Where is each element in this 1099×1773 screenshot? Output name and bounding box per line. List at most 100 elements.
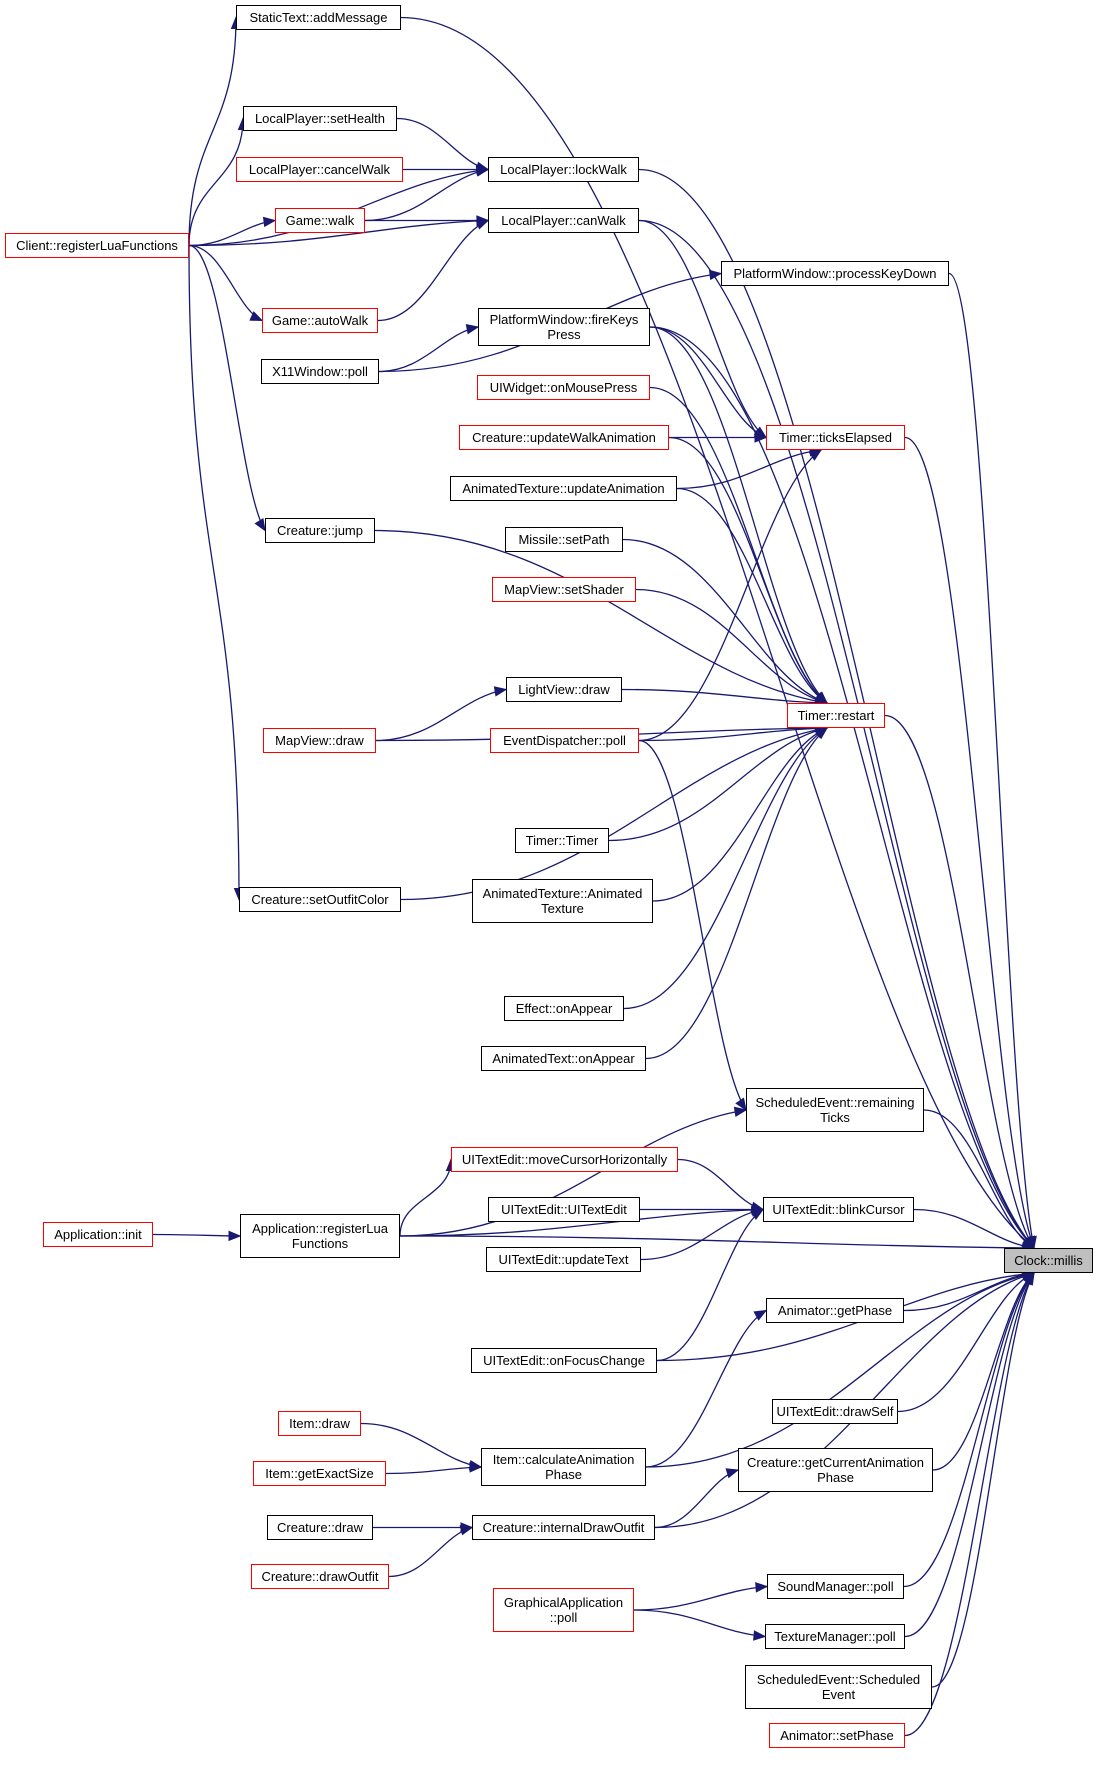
node-label: LocalPlayer::canWalk bbox=[501, 213, 626, 228]
arrowhead-creature_drawoutfit-to-creature_internaldrawoutfit bbox=[459, 1525, 474, 1536]
edge-client_registerluafunctions-to-game_autowalk bbox=[188, 244, 263, 322]
node-game-walk[interactable]: Game::walk bbox=[275, 208, 365, 233]
edge-client_registerluafunctions-to-statictext_addmessage bbox=[188, 17, 237, 246]
node-uitextedit-updatetext[interactable]: UITextEdit::updateText bbox=[486, 1247, 641, 1272]
node-missile-setpath[interactable]: Missile::setPath bbox=[505, 527, 623, 552]
node-localplayer-canwalk[interactable]: LocalPlayer::canWalk bbox=[488, 208, 639, 233]
edge-animatedtext_onappear-to-timer_restart bbox=[645, 727, 828, 1060]
node-animator-setphase[interactable]: Animator::setPhase bbox=[769, 1723, 905, 1748]
node-label: UITextEdit::UITextEdit bbox=[501, 1202, 627, 1217]
node-mapview-setshader[interactable]: MapView::setShader bbox=[492, 577, 636, 602]
edge-application_registerluafunctions-to-uitextedit_blinkcursor bbox=[399, 1208, 764, 1237]
node-creature-internaldrawoutfit[interactable]: Creature::internalDrawOutfit bbox=[472, 1515, 655, 1540]
edge-timer_restart-to-clock_millis bbox=[884, 714, 1035, 1249]
node-item-draw[interactable]: Item::draw bbox=[278, 1411, 361, 1436]
node-animatedtexture-updateanimation[interactable]: AnimatedTexture::updateAnimation bbox=[450, 476, 677, 501]
node-creature-setoutfitcolor[interactable]: Creature::setOutfitColor bbox=[239, 887, 401, 912]
node-creature-draw[interactable]: Creature::draw bbox=[267, 1515, 373, 1540]
edge-graphicalapplication_poll-to-texturemanager_poll bbox=[633, 1609, 766, 1638]
node-timer-tickselapsed[interactable]: Timer::ticksElapsed bbox=[766, 425, 905, 450]
node-animator-getphase[interactable]: Animator::getPhase bbox=[766, 1298, 904, 1323]
edge-creature_jump-to-timer_restart bbox=[374, 529, 828, 704]
node-texturemanager-poll[interactable]: TextureManager::poll bbox=[765, 1624, 905, 1649]
node-clock-millis[interactable]: Clock::millis bbox=[1004, 1248, 1093, 1273]
node-item-getexactsize[interactable]: Item::getExactSize bbox=[253, 1461, 386, 1486]
node-timer-timer[interactable]: Timer::Timer bbox=[515, 828, 609, 853]
arrowhead-animatedtext_onappear-to-timer_restart bbox=[814, 727, 829, 740]
edge-eventdispatcher_poll-to-scheduledevent_remainingticks bbox=[638, 739, 747, 1111]
node-label: GraphicalApplication bbox=[503, 1595, 624, 1610]
edge-platformwindow_processkeydown-to-clock_millis bbox=[948, 272, 1035, 1249]
node-effect-onappear[interactable]: Effect::onAppear bbox=[504, 996, 624, 1021]
node-label: Creature::updateWalkAnimation bbox=[472, 430, 656, 445]
node-creature-drawoutfit[interactable]: Creature::drawOutfit bbox=[251, 1564, 389, 1589]
node-creature-jump[interactable]: Creature::jump bbox=[265, 518, 375, 543]
node-eventdispatcher-poll[interactable]: EventDispatcher::poll bbox=[490, 728, 639, 753]
edge-creature_setoutfitcolor-to-timer_restart bbox=[400, 727, 828, 901]
edge-mapview_draw-to-lightview_draw bbox=[375, 688, 507, 742]
node-graphicalapplication-poll[interactable]: GraphicalApplication::poll bbox=[493, 1588, 634, 1632]
node-client-registerluafunctions[interactable]: Client::registerLuaFunctions bbox=[5, 233, 189, 258]
node-label: Item::draw bbox=[289, 1416, 350, 1431]
node-label: LocalPlayer::cancelWalk bbox=[248, 162, 391, 177]
edge-uitextedit_drawself-to-clock_millis bbox=[897, 1272, 1035, 1413]
edge-animatedtexture_updateanimation-to-timer_restart bbox=[676, 487, 828, 704]
node-label: UITextEdit::moveCursorHorizontally bbox=[461, 1152, 668, 1167]
edge-client_registerluafunctions-to-game_walk bbox=[188, 219, 276, 247]
node-uitextedit-uitextedit[interactable]: UITextEdit::UITextEdit bbox=[488, 1197, 640, 1222]
node-animatedtext-onappear[interactable]: AnimatedText::onAppear bbox=[481, 1046, 646, 1071]
node-game-autowalk[interactable]: Game::autoWalk bbox=[262, 308, 378, 333]
node-label: Creature::internalDrawOutfit bbox=[482, 1520, 645, 1535]
edge-creature_drawoutfit-to-creature_internaldrawoutfit bbox=[388, 1526, 473, 1578]
node-uitextedit-blinkcursor[interactable]: UITextEdit::blinkCursor bbox=[763, 1197, 914, 1222]
node-label: PlatformWindow::fireKeys bbox=[489, 312, 639, 327]
node-localplayer-sethealth[interactable]: LocalPlayer::setHealth bbox=[243, 106, 397, 131]
edge-client_registerluafunctions-to-creature_jump bbox=[188, 244, 266, 531]
node-uitextedit-movecursorhorizontally[interactable]: UITextEdit::moveCursorHorizontally bbox=[451, 1147, 678, 1172]
node-label: PlatformWindow::processKeyDown bbox=[733, 266, 937, 281]
node-uitextedit-onfocuschange[interactable]: UITextEdit::onFocusChange bbox=[471, 1348, 657, 1373]
node-statictext-addmessage[interactable]: StaticText::addMessage bbox=[236, 5, 401, 30]
edge-item_getexactsize-to-item_calculateanimationphase bbox=[385, 1466, 482, 1475]
edge-item_calculateanimationphase-to-clock_millis bbox=[645, 1272, 1035, 1468]
edge-x11window_poll-to-platformwindow_firekeyspress bbox=[378, 326, 479, 373]
edge-client_registerluafunctions-to-localplayer_canwalk bbox=[188, 219, 489, 247]
edge-item_calculateanimationphase-to-animator_getphase bbox=[645, 1309, 767, 1468]
node-mapview-draw[interactable]: MapView::draw bbox=[263, 728, 376, 753]
node-application-init[interactable]: Application::init bbox=[43, 1222, 153, 1247]
node-platformwindow-processkeydown[interactable]: PlatformWindow::processKeyDown bbox=[721, 261, 949, 286]
node-timer-restart[interactable]: Timer::restart bbox=[787, 703, 885, 728]
arrowhead-x11window_poll-to-platformwindow_firekeyspress bbox=[465, 324, 480, 335]
node-label: Phase bbox=[545, 1467, 582, 1482]
node-label: StaticText::addMessage bbox=[249, 10, 388, 25]
node-x11window-poll[interactable]: X11Window::poll bbox=[261, 359, 379, 384]
node-localplayer-cancelwalk[interactable]: LocalPlayer::cancelWalk bbox=[236, 157, 403, 182]
node-label: Creature::getCurrentAnimation bbox=[746, 1455, 925, 1470]
node-label: UITextEdit::onFocusChange bbox=[483, 1353, 645, 1368]
node-label: AnimatedTexture::Animated bbox=[482, 886, 643, 901]
node-localplayer-lockwalk[interactable]: LocalPlayer::lockWalk bbox=[488, 157, 639, 182]
edge-uitextedit_movecursorhorizontally-to-uitextedit_blinkcursor bbox=[677, 1158, 764, 1211]
node-soundmanager-poll[interactable]: SoundManager::poll bbox=[767, 1574, 904, 1599]
node-uiwidget-onmousepress[interactable]: UIWidget::onMousePress bbox=[477, 375, 650, 400]
node-creature-updatewalkanimation[interactable]: Creature::updateWalkAnimation bbox=[459, 425, 669, 450]
node-label: UITextEdit::blinkCursor bbox=[772, 1202, 905, 1217]
node-uitextedit-drawself[interactable]: UITextEdit::drawSelf bbox=[772, 1399, 898, 1424]
node-label: TextureManager::poll bbox=[774, 1629, 896, 1644]
node-label: ::poll bbox=[549, 1610, 578, 1625]
node-label: Creature::drawOutfit bbox=[261, 1569, 379, 1584]
edge-application_registerluafunctions-to-scheduledevent_remainingticks bbox=[399, 1109, 747, 1237]
node-lightview-draw[interactable]: LightView::draw bbox=[506, 677, 622, 702]
arrowhead-creature_updatewalkanimation-to-timer_tickselapsed bbox=[754, 432, 768, 443]
edge-platformwindow_firekeyspress-to-clock_millis bbox=[649, 326, 1035, 1249]
node-label: Missile::setPath bbox=[518, 532, 610, 547]
edge-game_walk-to-localplayer_lockwalk bbox=[364, 168, 489, 222]
edge-application_registerluafunctions-to-uitextedit_movecursorhorizontally bbox=[399, 1159, 452, 1237]
